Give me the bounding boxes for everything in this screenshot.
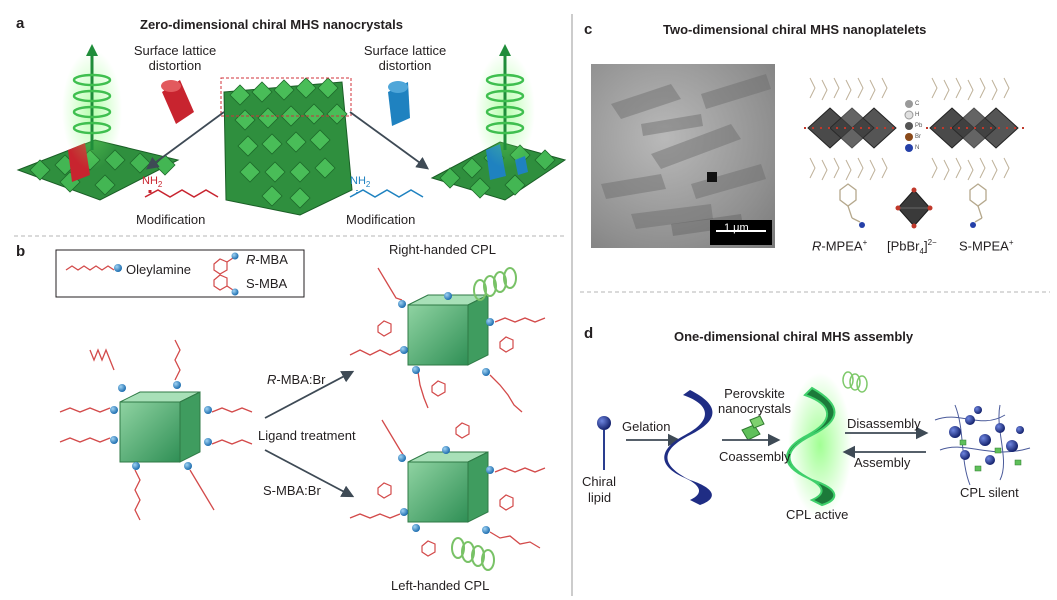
r-mba-nanocrystal — [407, 294, 489, 366]
pbbr4-sub: 4 — [919, 246, 924, 256]
left-nh2-sub: 2 — [157, 180, 163, 190]
left-nh2-text: NH — [142, 175, 158, 187]
r-mpea-molecule — [839, 183, 861, 223]
atom-legend: C H Pb Br N — [915, 99, 922, 154]
pbbr4-label: [PbBr4]2− — [887, 235, 937, 259]
s-mba-br-label: S-MBA:Br — [263, 483, 321, 498]
legend-r-suffix: -MBA — [255, 252, 288, 267]
tem-texture — [601, 74, 771, 236]
cpl-active-label: CPL active — [786, 507, 849, 522]
scale-bar-line — [716, 230, 766, 232]
r-mpea-suffix: -MPEA — [821, 238, 863, 254]
atom-legend-n: N — [915, 145, 920, 151]
atom-legend-c: C — [915, 101, 920, 107]
scale-bar — [710, 220, 772, 245]
ligand-treatment-label: Ligand treatment — [258, 428, 356, 443]
r-mpea-label: R-MPEA+ — [812, 235, 867, 253]
right-nh2-label: NH2 — [350, 174, 370, 192]
right-distortion-text: Surface lattice distortion — [363, 43, 447, 73]
oleylamine-nanocrystal — [119, 391, 201, 463]
left-nh2-label: NH2 — [142, 174, 162, 192]
panel-a-title: Zero-dimensional chiral MHS nanocrystals — [140, 17, 403, 32]
gelation-label: Gelation — [622, 419, 671, 434]
highlight-box — [220, 77, 352, 117]
disassembled-cluster — [934, 404, 1031, 486]
r-mba-br-suffix: -MBA:Br — [276, 372, 326, 387]
left-modifier-chain — [144, 189, 219, 198]
atom-legend-h: H — [915, 112, 920, 118]
left-distortion-text: Surface lattice distortion — [133, 43, 217, 73]
chiral-lipid-line1: Chiral — [582, 474, 616, 489]
cpl-silent-label: CPL silent — [960, 485, 1019, 500]
panel-c-artwork — [804, 77, 1024, 229]
right-perovskite-layer — [926, 107, 1024, 149]
right-modification-label: Modification — [346, 212, 416, 227]
disassembly-label: Disassembly — [847, 416, 921, 431]
lipid-helix — [664, 390, 713, 505]
perovskite-nanocrystal-icon — [741, 415, 765, 441]
left-distortion-label: Surface lattice distortion — [110, 43, 240, 73]
tem-micrograph — [591, 64, 775, 248]
panel-c-title: Two-dimensional chiral MHS nanoplatelets — [663, 22, 927, 37]
legend-oleylamine-label: Oleylamine — [126, 262, 192, 277]
atom-legend-br: Br — [915, 134, 921, 140]
right-handed-cpl-label: Right-handed CPL — [389, 242, 496, 257]
panel-d-title: One-dimensional chiral MHS assembly — [674, 329, 914, 344]
s-mpea-sup: + — [1008, 238, 1014, 247]
legend-r-mba-label: R-MBA — [246, 252, 288, 267]
coassembly-label: Coassembly — [719, 449, 791, 464]
s-mpea-molecule — [969, 183, 987, 223]
blue-distortion-cylinder — [388, 81, 410, 126]
red-distortion-cylinder — [161, 80, 194, 124]
left-perovskite-layer — [804, 107, 900, 149]
right-distortion-label: Surface lattice distortion — [340, 43, 470, 73]
center-nanocrystal — [220, 77, 353, 216]
perovskite-line2: nanocrystals — [718, 401, 791, 416]
left-modification-label: Modification — [136, 212, 206, 227]
chiral-lipid-line2: lipid — [588, 490, 612, 505]
right-cpl-helix — [473, 267, 517, 301]
panel-d-letter: d — [584, 325, 594, 342]
r-mpea-sup: + — [862, 238, 868, 247]
pbbr4-sup: 2− — [927, 238, 937, 247]
pbbr4-main: [PbBr — [887, 238, 920, 254]
right-nh2-text: NH — [350, 175, 366, 187]
r-mpea-prefix: R — [812, 238, 822, 254]
pbbr4-octahedron — [895, 187, 933, 229]
panel-b-letter: b — [16, 243, 26, 260]
chiral-lipid-label: Chiral lipid — [582, 474, 616, 506]
right-nh2-sub: 2 — [365, 180, 371, 190]
perovskite-label: Perovskite nanocrystals — [718, 386, 791, 416]
legend-s-mba-label: S-MBA — [246, 276, 288, 291]
pbbr4-close: ] — [923, 238, 928, 254]
left-cpl-helix — [451, 537, 495, 571]
s-mpea-text: S-MPEA — [959, 238, 1009, 254]
r-mba-br-prefix: R — [267, 372, 277, 387]
panel-b-artwork — [55, 249, 546, 571]
ligand-legend-box — [55, 249, 305, 298]
panel-d-artwork — [597, 371, 1031, 517]
panel-c-letter: c — [584, 21, 593, 38]
assembly-label: Assembly — [854, 455, 911, 470]
coassembled-helix — [786, 386, 836, 507]
left-handed-cpl-label: Left-handed CPL — [391, 578, 490, 593]
panel-a-artwork — [16, 44, 567, 216]
atom-legend-pb: Pb — [915, 123, 923, 129]
chiral-lipid-head — [597, 416, 611, 430]
s-mpea-label: S-MPEA+ — [959, 235, 1014, 253]
perovskite-line1: Perovskite — [724, 386, 785, 401]
right-modifier-chain — [349, 189, 424, 198]
r-mba-br-label: R-MBA:Br — [267, 372, 326, 387]
scale-bar-label: 1 μm — [724, 222, 749, 234]
panel-a-letter: a — [16, 15, 25, 32]
legend-r-prefix: R — [246, 252, 256, 267]
s-mba-nanocrystal — [407, 451, 489, 523]
